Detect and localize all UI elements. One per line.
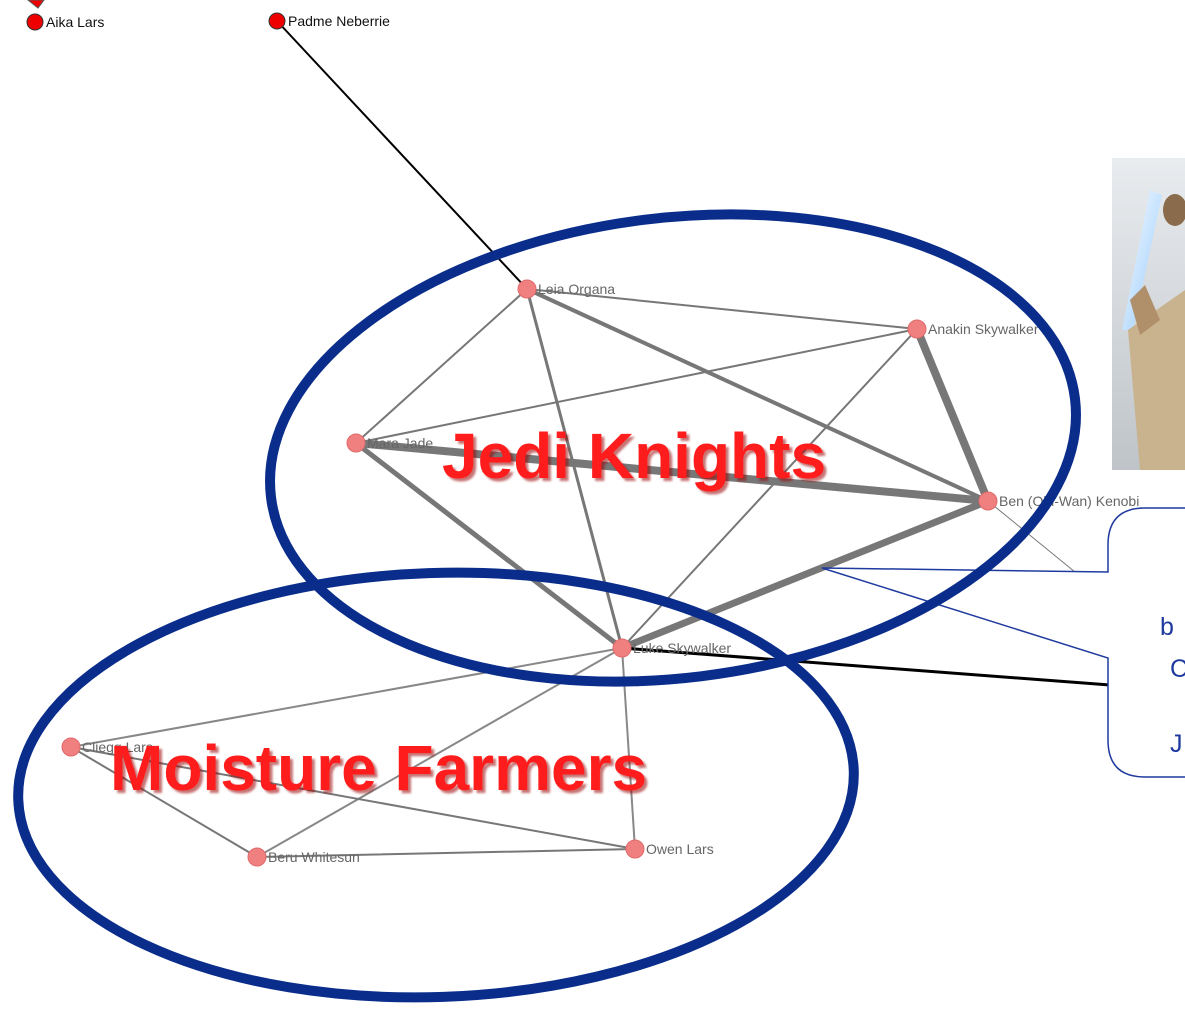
edge-anakin-luke: [621, 328, 918, 649]
cluster-moisture-label: Moisture Farmers: [110, 732, 647, 804]
callout-line-2: C: [1170, 655, 1185, 683]
node-marker[interactable]: [517, 279, 537, 299]
node-marker[interactable]: [61, 737, 81, 757]
edge-cliegg-owen: [70, 746, 636, 850]
node-anakin[interactable]: Anakin Skywalker: [907, 319, 1039, 339]
edge-mara-ben: [352, 439, 992, 505]
node-marker[interactable]: [268, 12, 286, 30]
edge-luke-cliegg: [70, 647, 623, 748]
node-ben[interactable]: Ben (Obi-Wan) Kenobi: [978, 491, 1139, 511]
edge-anakin-ben: [913, 325, 992, 505]
node-label: Leia Organa: [538, 281, 615, 297]
node-marker[interactable]: [26, 13, 44, 31]
node-padme[interactable]: Padme Neberrie: [268, 12, 390, 30]
jedi-photo: [1112, 158, 1185, 470]
node-marker[interactable]: [625, 839, 645, 859]
node-cliegg[interactable]: Cliegg Lars: [61, 737, 153, 757]
node-label: Mara Jade: [367, 435, 433, 451]
node-label: Beru Whitesun: [268, 849, 360, 865]
cluster-jedi-label: Jedi Knights: [442, 420, 826, 492]
node-leia[interactable]: Leia Organa: [517, 279, 615, 299]
node-marker[interactable]: [247, 847, 267, 867]
edge-anakin-mara: [355, 328, 918, 444]
cluster-jedi-outline: [265, 209, 1081, 687]
cluster-moisture-outline: [13, 567, 859, 1003]
node-marker[interactable]: [978, 491, 998, 511]
callout-line-1: b: [1160, 613, 1174, 641]
edge-leia-anakin: [526, 288, 918, 330]
node-marker[interactable]: [612, 638, 632, 658]
node-label: Owen Lars: [646, 841, 714, 857]
node-aika[interactable]: Aika Lars: [26, 13, 104, 31]
edge-beru-owen: [256, 848, 636, 858]
node-owen[interactable]: Owen Lars: [625, 839, 714, 859]
node-label: Aika Lars: [46, 14, 104, 30]
node-label: Ben (Obi-Wan) Kenobi: [999, 493, 1139, 509]
edge-ben-offscreen_b: [987, 500, 1076, 573]
callout-bubble: b C J: [821, 507, 1185, 778]
edge-cliegg-beru: [70, 746, 258, 858]
node-label: Cliegg Lars: [82, 739, 153, 755]
node-label: Luke Skywalker: [633, 640, 731, 656]
callout-line-3: J: [1170, 730, 1183, 758]
node-mara[interactable]: Mara Jade: [346, 433, 433, 453]
edge-mara-luke: [353, 440, 625, 651]
node-label: Anakin Skywalker: [928, 321, 1039, 337]
node-luke[interactable]: Luke Skywalker: [612, 638, 731, 658]
node-marker[interactable]: [907, 319, 927, 339]
edge-padme-leia: [276, 20, 528, 290]
edge-luke-offscreen_a: [620, 646, 1112, 687]
node-marker[interactable]: [346, 433, 366, 453]
edges-layer: [70, 20, 1112, 858]
partial-node-top: [27, 0, 45, 9]
edge-leia-mara: [355, 288, 528, 444]
edge-leia-ben: [525, 287, 990, 503]
node-label: Padme Neberrie: [288, 13, 390, 29]
node-beru[interactable]: Beru Whitesun: [247, 847, 360, 867]
edge-ben-luke: [618, 497, 992, 652]
